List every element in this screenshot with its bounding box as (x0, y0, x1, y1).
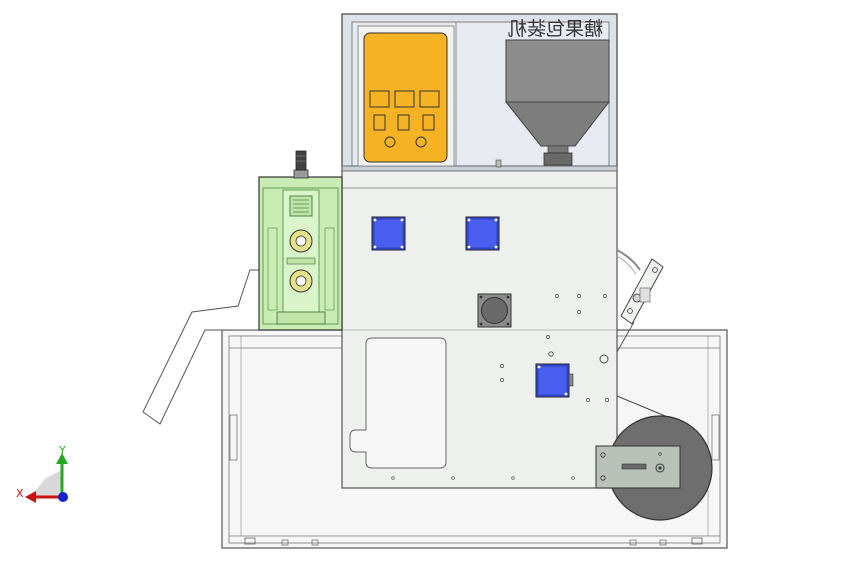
tensioner-arm (616, 249, 664, 353)
forming-mechanism (258, 150, 343, 331)
axis-triad: Y X (16, 444, 68, 503)
machine-title: 糖果包装机 (508, 18, 603, 40)
stepper-motor-lower (535, 363, 574, 398)
x-axis-arrowhead (25, 491, 36, 503)
x-axis-label: X (16, 487, 24, 500)
control-panel (357, 25, 455, 167)
film-roll (595, 395, 713, 521)
title-label-group: 糖果包装机 (508, 18, 603, 40)
gear-motor (477, 293, 512, 328)
y-axis-arrowhead (56, 453, 68, 464)
hopper (495, 39, 611, 168)
stepper-motor-center (465, 216, 500, 251)
z-axis-dot (58, 492, 68, 502)
stepper-motor-left (371, 216, 406, 251)
y-axis-label: Y (58, 444, 66, 457)
